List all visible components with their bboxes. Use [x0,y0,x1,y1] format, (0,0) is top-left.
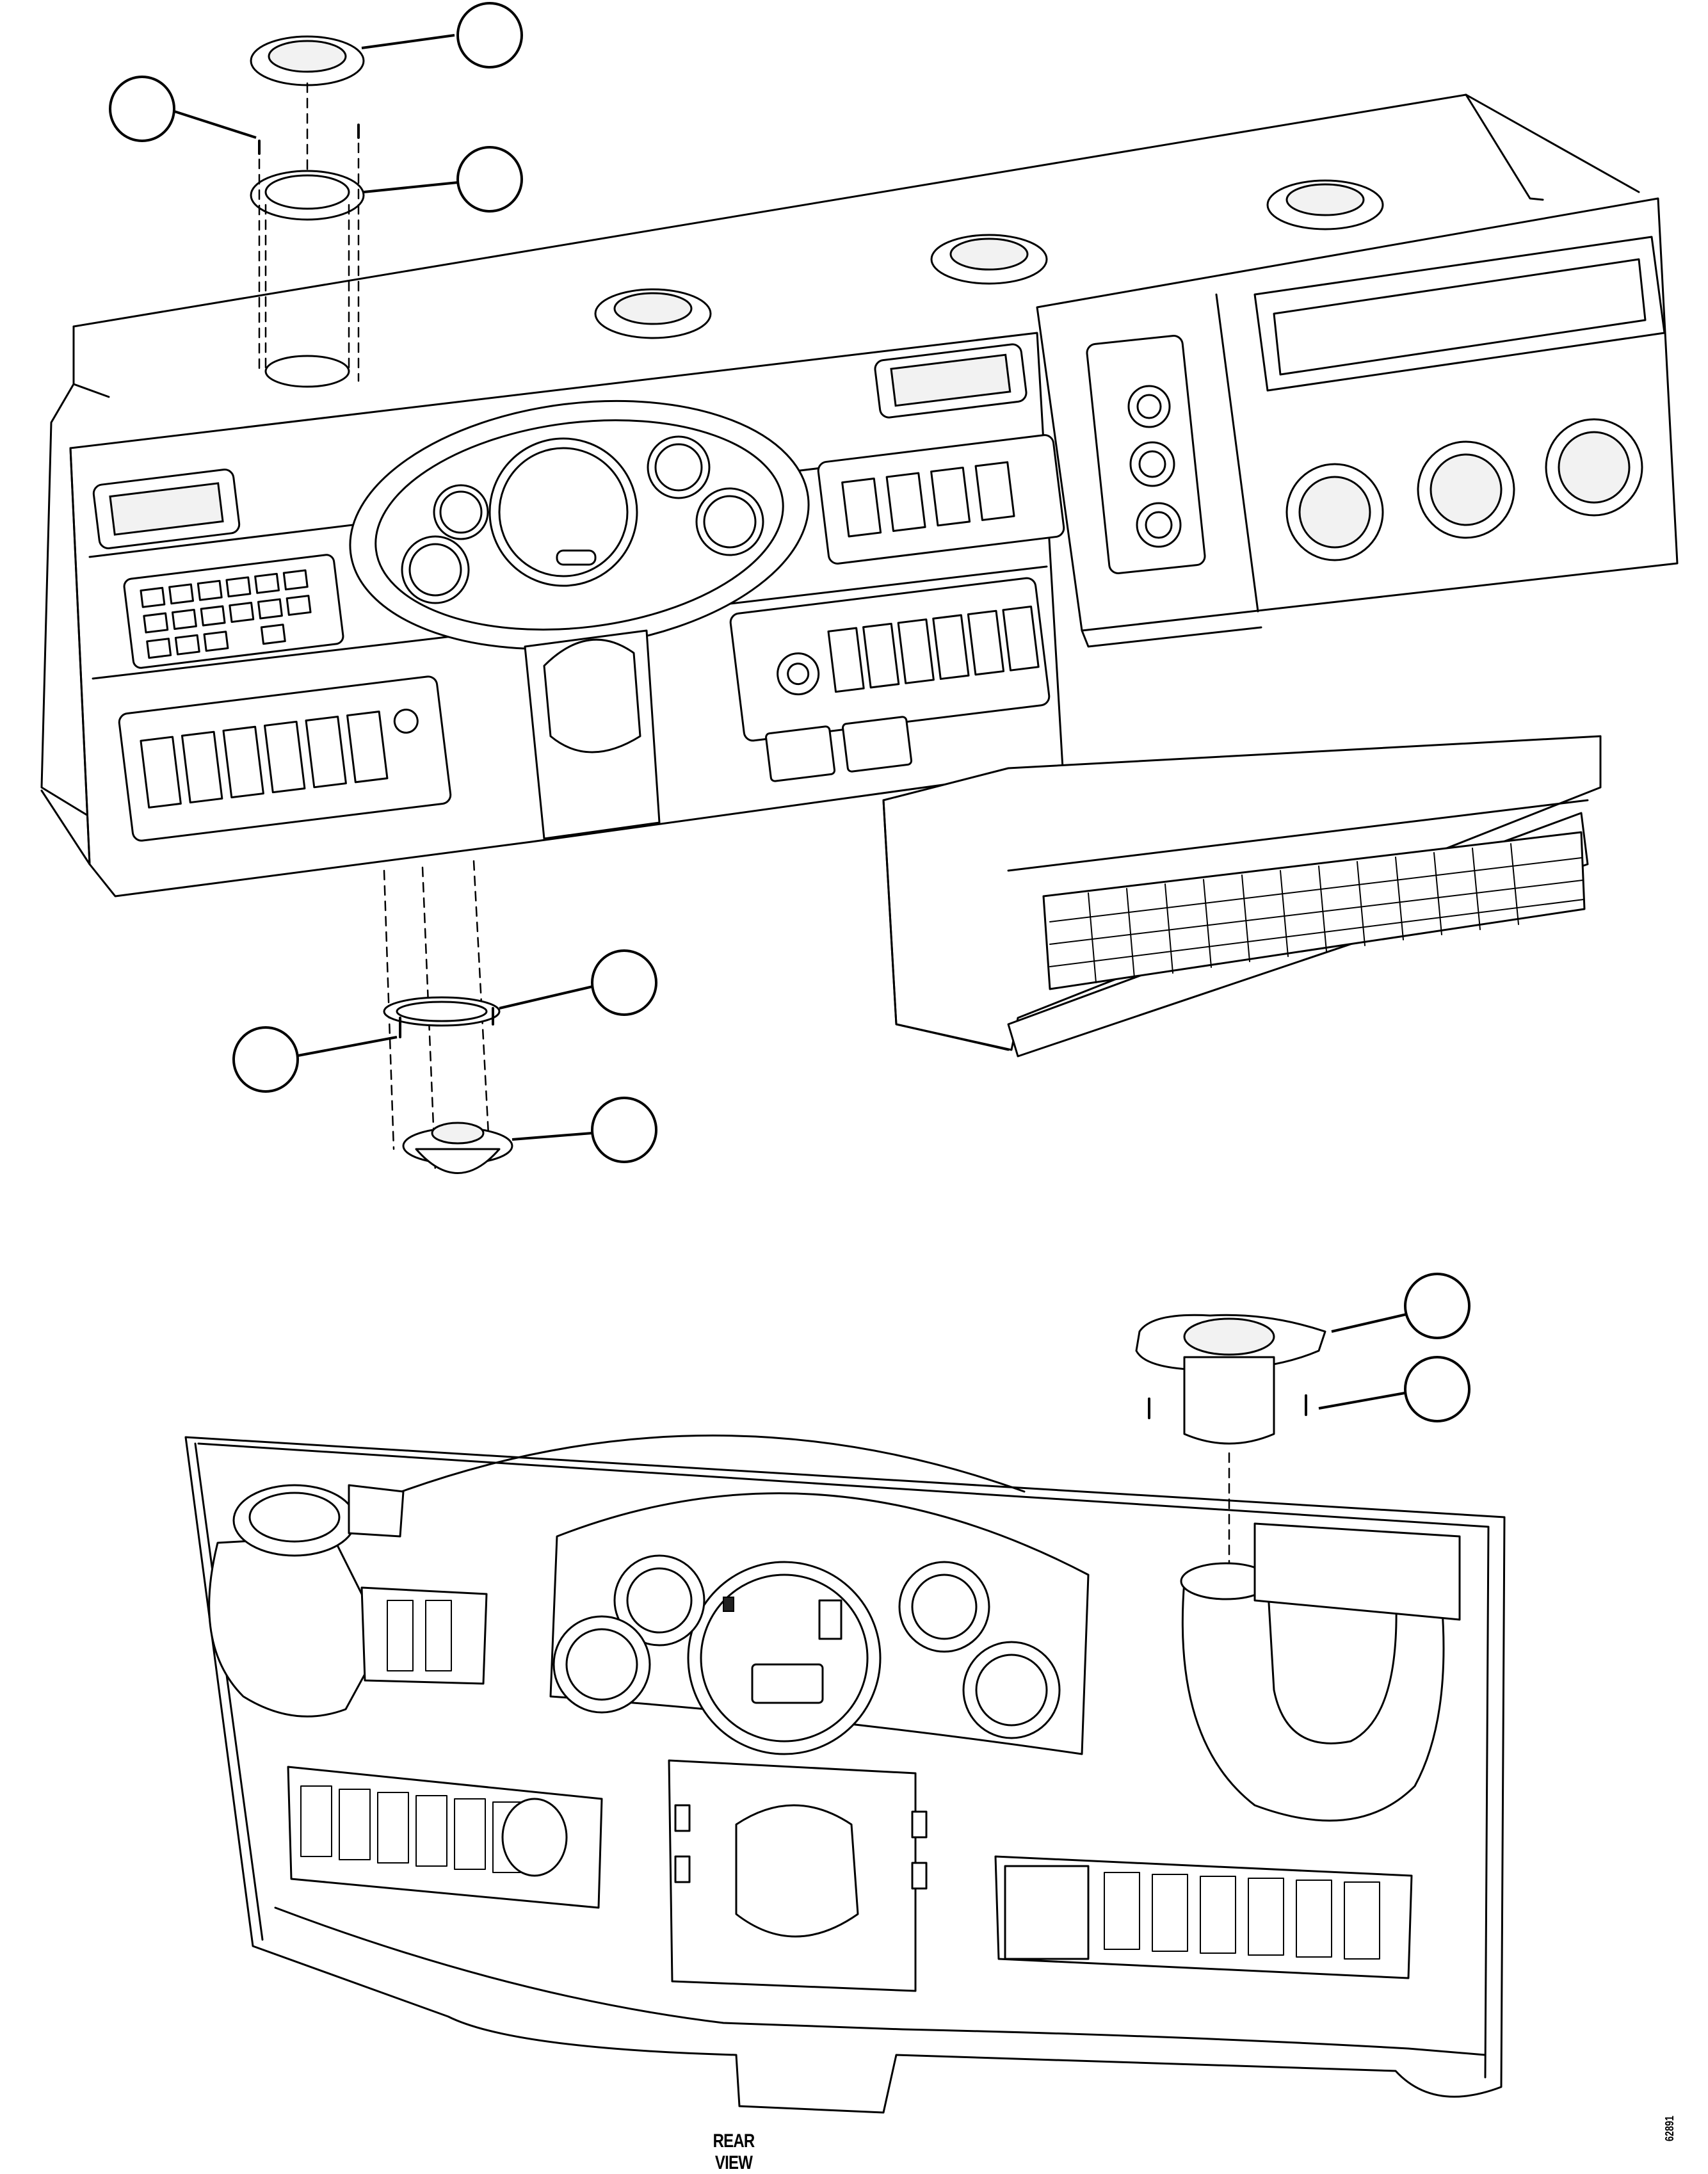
dashboard-front-view [40,93,1679,1058]
balloon-vent-housing-top [363,146,523,213]
balloon-screw-bottom [232,1026,398,1093]
balloon-screw-top [109,76,257,142]
balloon-rear-screw [1318,1356,1470,1422]
top-vent-exploded [250,35,365,388]
balloon-rear-duct-flange [1331,1273,1470,1339]
rear-duct-exploded [1135,1314,1326,1563]
drawing-id: 62891 [1663,2115,1676,2141]
balloon-gasket-bottom [499,949,657,1016]
view-label: REAR VIEW [713,2130,755,2173]
front-view-callouts [109,2,657,1163]
balloon-floor-vent [512,1097,657,1163]
rear-view-callouts [1318,1273,1470,1422]
balloon-top-vent [361,2,523,68]
dashboard-rear-view [184,1434,1506,2114]
bottom-vent-exploded [383,860,513,1174]
